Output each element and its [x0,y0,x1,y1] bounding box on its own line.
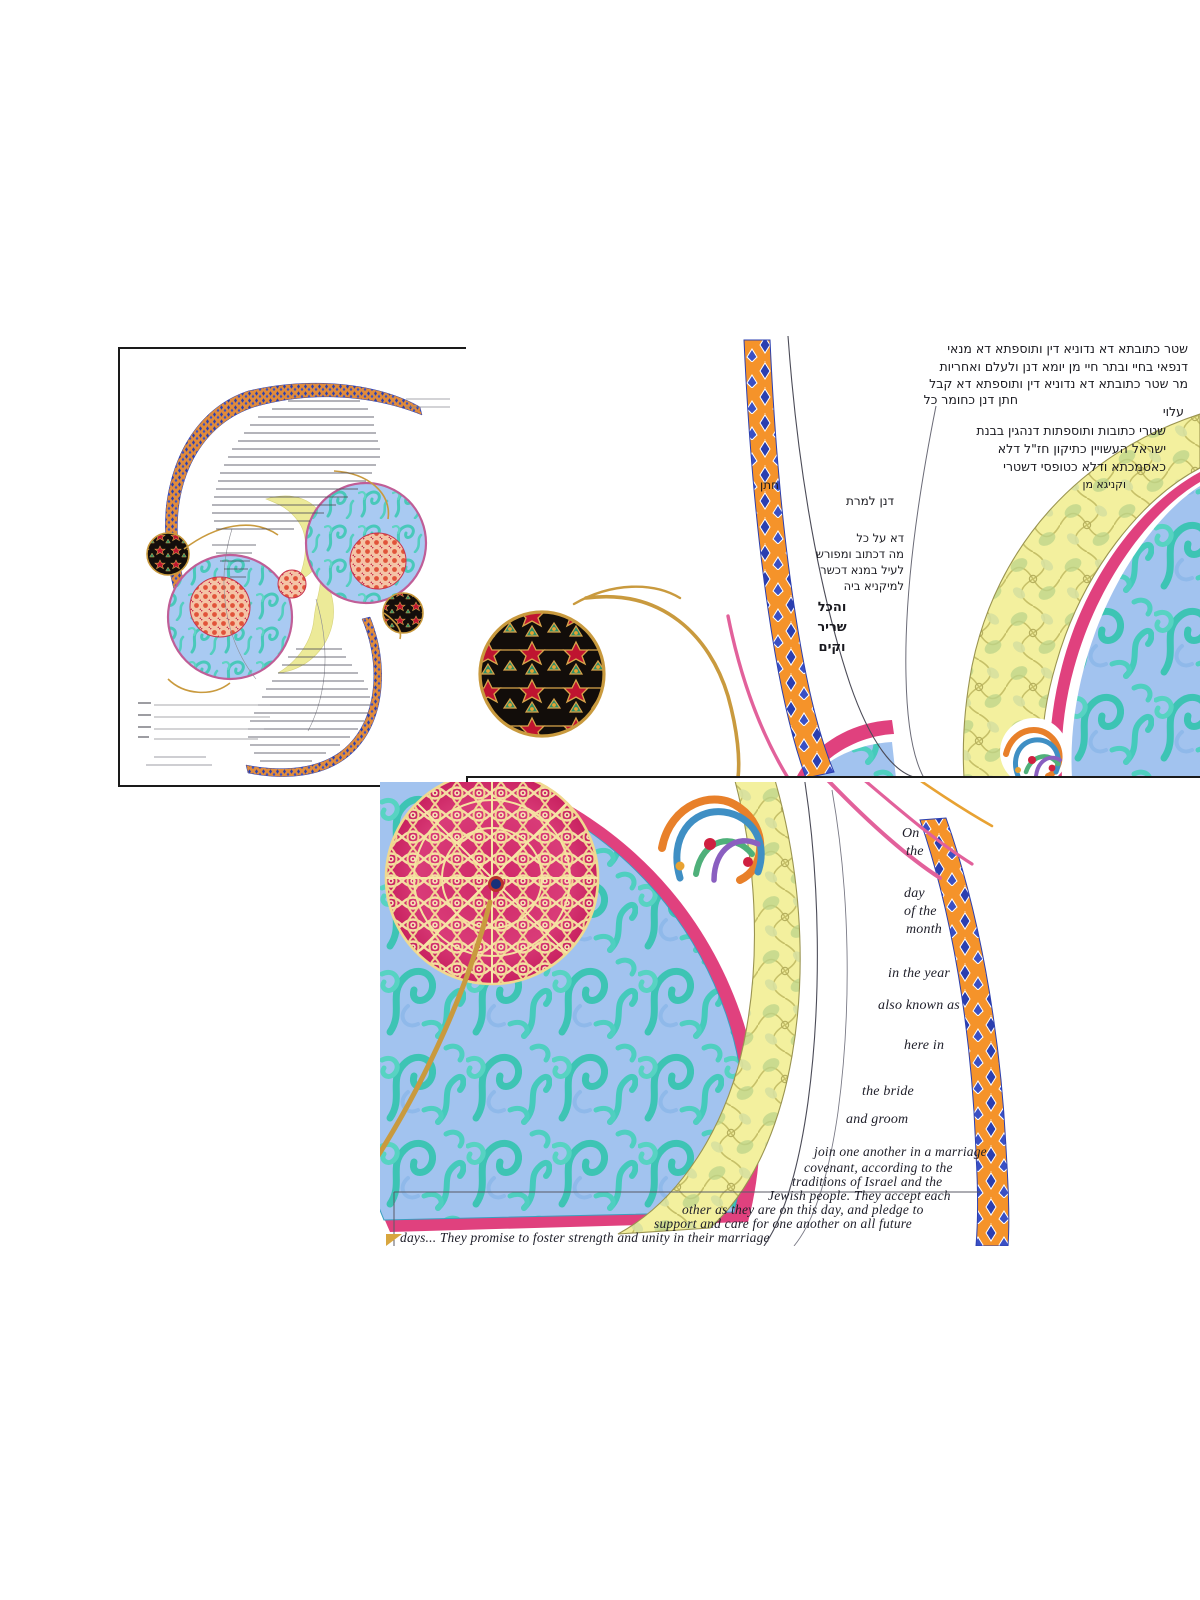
eng-body-line-3: traditions of Israel and the [792,1174,943,1189]
thumb-disc-lower [166,553,294,681]
pink-stem-1 [826,782,942,880]
pink-mandala-medallion [384,782,600,986]
gold-stem-branch [572,585,682,606]
pink-stem [726,614,790,778]
detail-panel-top-right[interactable]: שטר כתובתא דא נדוניא דין ותוספתא דא מנאי… [466,336,1200,778]
hebrew-line-5: עלוי [1162,404,1184,419]
eng-body-line-2: covenant, according to the [804,1160,953,1175]
hebrew-mid-line-4: למיקניא ביה [843,579,904,593]
thumb-signature-lines [154,704,270,740]
thumb-small-medallion-center [277,569,307,599]
eng-field-in-the-year: in the year [888,966,951,981]
hebrew-line-3: מר שטר כתובתא דא נדוניא דין ותוספתא דא ק… [929,376,1188,392]
thumb-contour-1 [223,528,257,680]
gold-stem-bottom [380,899,493,1158]
hebrew-line-2: דנפאי בחיי ובתר חיי מן יומא דנן ולעלם וא… [939,358,1188,374]
swirl-field-right [1071,486,1200,778]
eng-field-and-groom: and groom [846,1112,909,1127]
arabesque-band-bottom [617,782,801,1235]
floral-arabesque-top [658,795,765,884]
gold-stem-main [584,594,741,778]
contour-text-column [763,782,818,1246]
hebrew-closing-2: שריר [817,620,847,635]
floral-arabesque-ornament [1000,718,1068,778]
star-border-band [743,339,835,778]
hebrew-mid-block: דא על כל מה דכתוב ומפורש לעיל במנא דכשר … [784,530,904,594]
thumb-gold-stem-2 [333,470,390,520]
eng-body-line-6: support and care for one another on all … [654,1216,912,1231]
hebrew-top-block-2: שטרי כתובות ותוספתות דנהגין בבנת ישראל ה… [976,422,1166,476]
hebrew-mid-line-1: דא על כל [856,531,904,545]
corner-mark [386,1234,402,1246]
hebrew-mid-line-2: מה דכתוב ומפורש [815,547,904,561]
mandala-center-dot [491,879,501,889]
thumb-english-text-block [248,648,370,762]
eng-field-here-in: here in [904,1038,945,1053]
thumb-disc-upper [304,481,428,605]
detail-top-divider [466,776,1200,778]
contour-text-column-2 [793,789,848,1246]
hebrew-line-4: חתן דנן כחומר כל [923,392,1018,407]
thumb-right-field-lines [406,398,450,408]
contour-line-2 [905,405,937,778]
ketubah-thumbnail-illustration [138,382,450,777]
eng-body-line-4: Jewish people. They accept each [768,1188,951,1203]
eng-field-month: month [906,922,942,937]
gold-stem-topright [920,782,994,828]
artwork-thumbnail-panel[interactable] [118,347,468,787]
hebrew-mid-line-3: לעיל במנא דכשר [820,563,904,577]
detail-panel-bottom[interactable]: On the day of the month in the year also… [380,782,1036,1246]
thumb-gold-stem-4 [167,678,231,694]
thumb-artist-caption [146,756,212,766]
contour-line-1 [787,336,919,778]
eng-field-the: the [906,844,924,859]
hebrew-line-9: וקניגא מן [1082,478,1126,491]
eng-field-day: day [904,886,925,901]
detail-top-illustration [478,336,1200,778]
lower-star-border [245,616,382,777]
hebrew-bride-label: דנן למרת [846,494,895,508]
pink-stem-2 [864,782,974,866]
hebrew-line-1: שטר כתובתא דא נדוניא דין ותוספתא דא מנאי [947,341,1188,356]
eng-field-also-known-as: also known as [878,998,960,1013]
magenta-rim-right [1049,472,1200,778]
thumb-star-medallion-right [382,592,424,634]
hebrew-top-block: שטר כתובתא דא נדוניא דין ותוספתא דא מנאי… [929,340,1188,393]
hebrew-groom-label: חתן [760,478,779,492]
hebrew-line-7: ישראל העשויין כתיקון חז"ל דלא [997,441,1166,456]
hebrew-line-6: שטרי כתובות ותוספתות דנהגין בבנת [976,423,1166,438]
eng-field-on: On [902,826,920,841]
thumb-signature-labels [138,702,151,738]
hebrew-line-8: כאסמכתא ודלא כטופסי דשטרי [1003,459,1166,474]
hebrew-closing-formula: והכל שריר וקים [802,598,862,658]
thumb-gold-stem-3 [383,612,402,640]
thumb-star-medallion-left [146,532,190,576]
star-medallion-large [478,610,606,738]
eng-body-line-8: by loving and respecting each other alwa… [400,1244,777,1246]
thumb-gold-stem-1 [183,524,279,550]
detail-bottom-illustration [380,782,1010,1246]
star-border-right [919,817,1010,1246]
eng-body-line-7: days... They promise to foster strength … [400,1230,770,1245]
eng-body-line-5: other as they are on this day, and pledg… [682,1202,924,1217]
eng-body-line-1: join one another in a marriage [814,1144,987,1159]
thumb-contour-2 [307,598,326,732]
eng-field-of-the: of the [904,904,937,919]
eng-field-the-bride: the bride [862,1084,914,1099]
hebrew-closing-3: וקים [818,640,846,655]
thumb-hebrew-text-block [212,400,380,530]
hebrew-closing-1: והכל [817,600,847,615]
artwork-thumbnail-canvas [120,349,466,785]
thumb-hebrew-subblock [212,544,256,578]
